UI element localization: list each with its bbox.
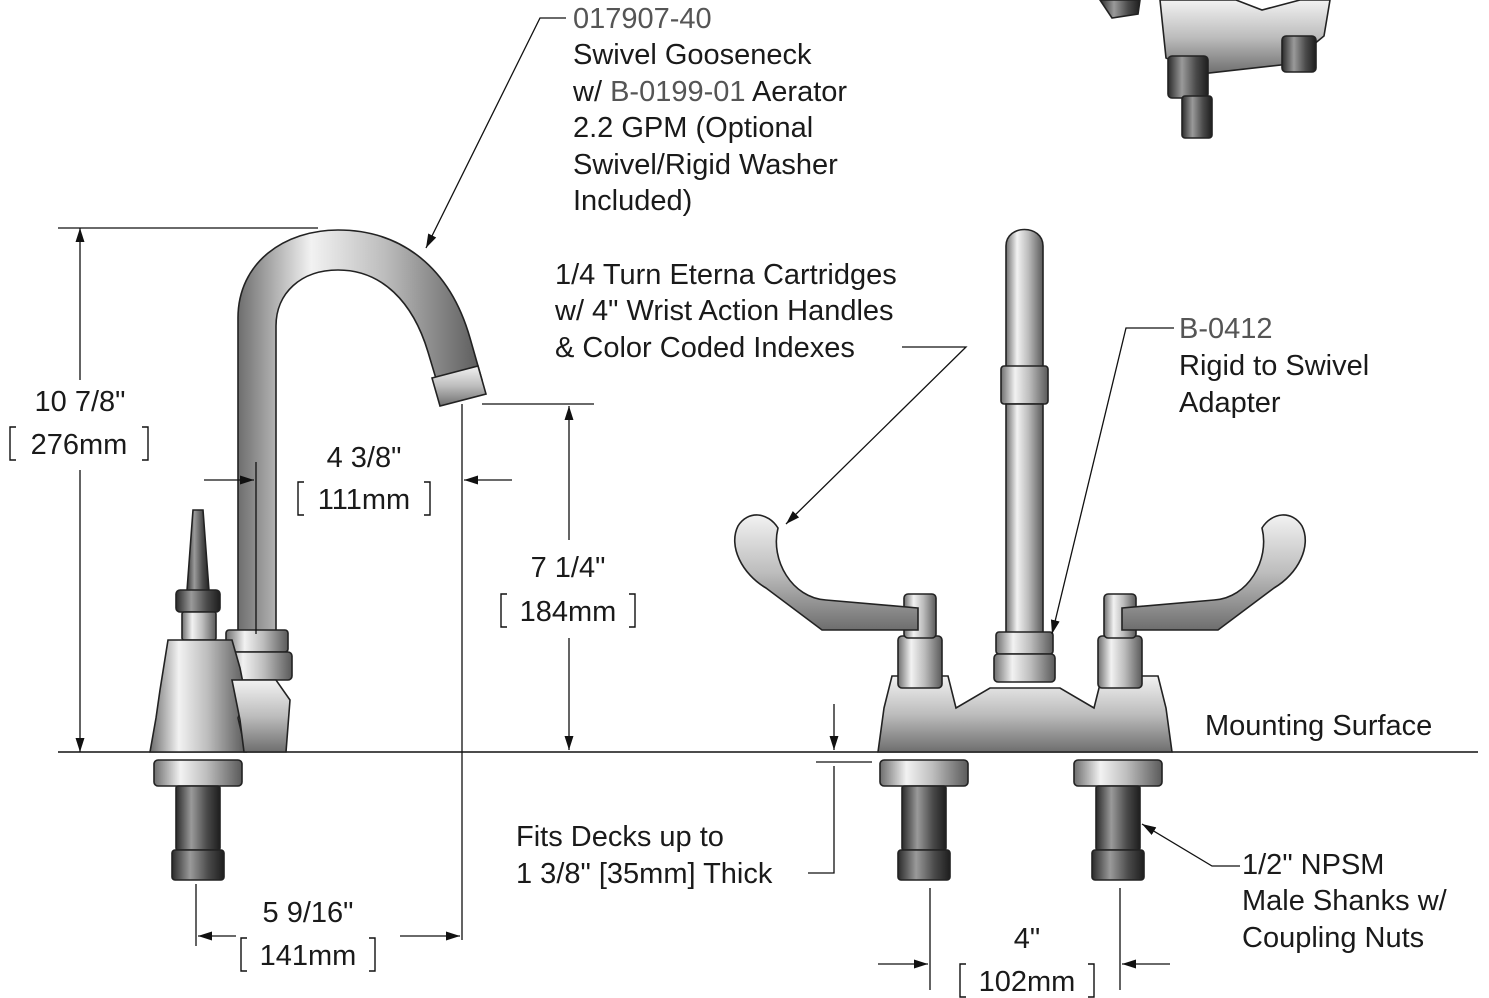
- spout-clearance-metric: 184mm: [520, 596, 617, 628]
- adapter-part-number: B-0412: [1179, 313, 1273, 345]
- overall-height-imperial: 10 7/8": [35, 386, 126, 418]
- side-valve-body: [149, 639, 248, 753]
- side-body-arm: [231, 679, 291, 753]
- adapter-line2: Adapter: [1179, 387, 1281, 419]
- side-handle-hub: [175, 589, 221, 613]
- left-wrist-handle: [733, 514, 919, 631]
- front-spout-swivel-nut: [995, 631, 1054, 655]
- spout-callout-leader: [425, 17, 566, 249]
- bracket-reach-left: [297, 481, 304, 516]
- dim-shank-to-outlet: [195, 884, 460, 946]
- front-spout-hex-nut: [993, 653, 1056, 683]
- spout-reach-imperial: 4 3/8": [327, 442, 402, 474]
- bracket-spacing-left: [959, 963, 966, 998]
- bracket-reach-right: [424, 481, 431, 516]
- spout-line2: w/ B-0199-01 Aerator: [572, 76, 847, 108]
- bracket-spacing-right: [1088, 963, 1095, 998]
- right-coupling-nut: [1091, 849, 1145, 881]
- shanks-line1: 1/2" NPSM: [1242, 849, 1384, 881]
- aerator-part-number: B-0199-01: [610, 76, 745, 108]
- spout-line3: 2.2 GPM (Optional: [573, 112, 813, 144]
- bracket-shank-right: [369, 937, 376, 972]
- front-view-faucet: [733, 228, 1307, 881]
- cartridges-line3: & Color Coded Indexes: [555, 332, 855, 364]
- side-lock-nut: [153, 759, 243, 787]
- bracket-overall-left: [9, 426, 16, 461]
- side-view-faucet: [149, 229, 487, 881]
- cartridges-line2: w/ 4" Wrist Action Handles: [554, 295, 894, 327]
- dim-spout-clearance: [461, 403, 594, 940]
- dim-center-spacing: [878, 888, 1170, 990]
- shank-to-outlet-imperial: 5 9/16": [263, 897, 354, 929]
- dim-spout-reach: [204, 462, 512, 634]
- left-lock-nut: [879, 759, 969, 787]
- adapter-callout-leader: [1050, 327, 1174, 635]
- spout-line4: Swivel/Rigid Washer: [573, 149, 838, 181]
- adapter-line1: Rigid to Swivel: [1179, 350, 1369, 382]
- front-spout-tube: [1005, 403, 1044, 635]
- deck-callout-leader: [808, 766, 835, 874]
- overall-height-metric: 276mm: [31, 429, 128, 461]
- deck-line2: 1 3/8" [35mm] Thick: [516, 858, 773, 890]
- bracket-overall-right: [142, 426, 149, 461]
- aerator: [431, 365, 487, 407]
- spout-clearance-imperial: 7 1/4": [531, 552, 606, 584]
- spout-part-number: 017907-40: [573, 3, 712, 35]
- dim-deck-thickness: [816, 704, 872, 763]
- bracket-clearance-right: [629, 593, 636, 628]
- spout-line1: Swivel Gooseneck: [573, 39, 812, 71]
- shanks-callout-leader: [1141, 823, 1240, 867]
- front-spout-collar: [1000, 365, 1049, 405]
- deck-line1: Fits Decks up to: [516, 821, 724, 853]
- isometric-view-partial: [1099, 0, 1331, 139]
- spout-reach-metric: 111mm: [318, 484, 410, 516]
- bracket-shank-left: [240, 937, 247, 972]
- cartridges-callout-leader: [785, 346, 968, 525]
- side-coupling-nut: [171, 849, 225, 881]
- shanks-line2: Male Shanks w/: [1242, 885, 1448, 917]
- bracket-clearance-left: [500, 593, 507, 628]
- spout-line5: Included): [573, 185, 692, 217]
- gooseneck-spout: [237, 229, 483, 633]
- mounting-surface-label: Mounting Surface: [1205, 710, 1432, 742]
- left-coupling-nut: [897, 849, 951, 881]
- side-shank: [175, 785, 221, 851]
- right-lock-nut: [1073, 759, 1163, 787]
- right-wrist-handle: [1121, 514, 1307, 631]
- dim-overall-height: [58, 227, 318, 752]
- right-shank: [1095, 785, 1141, 851]
- front-valve-body: [877, 675, 1173, 753]
- side-cartridge-bonnet: [181, 611, 217, 641]
- center-spacing-metric: 102mm: [979, 966, 1076, 998]
- left-cartridge-bonnet: [897, 635, 943, 689]
- cartridges-line1: 1/4 Turn Eterna Cartridges: [555, 259, 897, 291]
- front-spout-top: [1005, 228, 1044, 369]
- shank-to-outlet-metric: 141mm: [260, 940, 357, 972]
- shanks-line3: Coupling Nuts: [1242, 922, 1424, 954]
- center-spacing-imperial: 4": [1014, 923, 1040, 955]
- right-cartridge-bonnet: [1097, 635, 1143, 689]
- left-shank: [901, 785, 947, 851]
